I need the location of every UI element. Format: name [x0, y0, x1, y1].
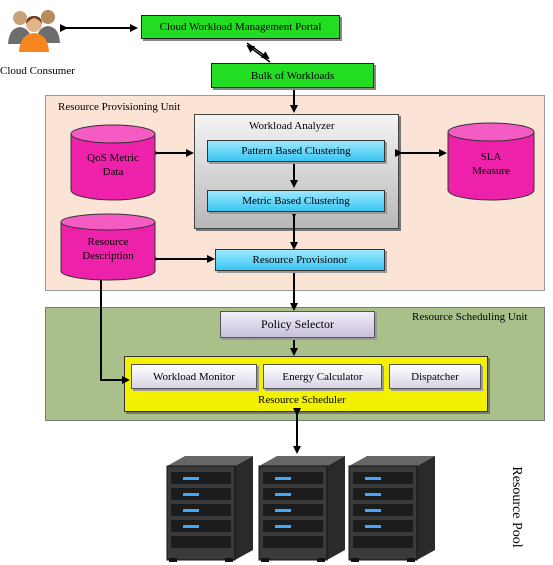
bulk-workloads-box: Bulk of Workloads [211, 63, 374, 88]
arrow-desc-monitor [97, 270, 130, 384]
sla-measure-line2: Measure [472, 165, 510, 177]
provisioning-unit-title: Resource Provisioning Unit [58, 101, 181, 113]
sla-measure-line1: SLA [480, 151, 502, 163]
server-icon [345, 454, 437, 564]
dispatcher-box: Dispatcher [389, 364, 481, 389]
energy-calculator-box: Energy Calculator [263, 364, 382, 389]
workload-monitor-box: Workload Monitor [131, 364, 257, 389]
qos-metric-line2: Data [102, 166, 124, 178]
resource-scheduler-title: Resource Scheduler [258, 394, 346, 406]
users-icon [6, 6, 62, 52]
resource-description-line1: Resource [87, 236, 129, 248]
pattern-clustering-box: Pattern Based Clustering [207, 140, 385, 162]
cloud-consumer-label: Cloud Consumer [0, 65, 75, 77]
server-icon [163, 454, 255, 564]
qos-metric-cylinder: QoS Metric Data [70, 124, 156, 202]
resource-provisioner-box: Resource Provisionor [215, 249, 385, 271]
policy-selector-box: Policy Selector [220, 311, 375, 338]
workload-analyzer-title: Workload Analyzer [249, 120, 335, 132]
server-icon [255, 454, 347, 564]
sla-measure-cylinder: SLA Measure [447, 122, 535, 202]
resource-description-line2: Description [82, 250, 134, 262]
arrow-portal-bulk-a [246, 42, 270, 60]
metric-clustering-box: Metric Based Clustering [207, 190, 385, 212]
resource-description-cylinder: Resource Description [60, 213, 156, 281]
workload-portal-box: Cloud Workload Management Portal [141, 15, 340, 39]
qos-metric-line1: QoS Metric [87, 152, 139, 164]
resource-pool-label: Resource Pool [509, 466, 524, 548]
scheduling-unit-title: Resource Scheduling Unit [412, 311, 528, 323]
arrow-portal-bulk-b [246, 44, 271, 63]
